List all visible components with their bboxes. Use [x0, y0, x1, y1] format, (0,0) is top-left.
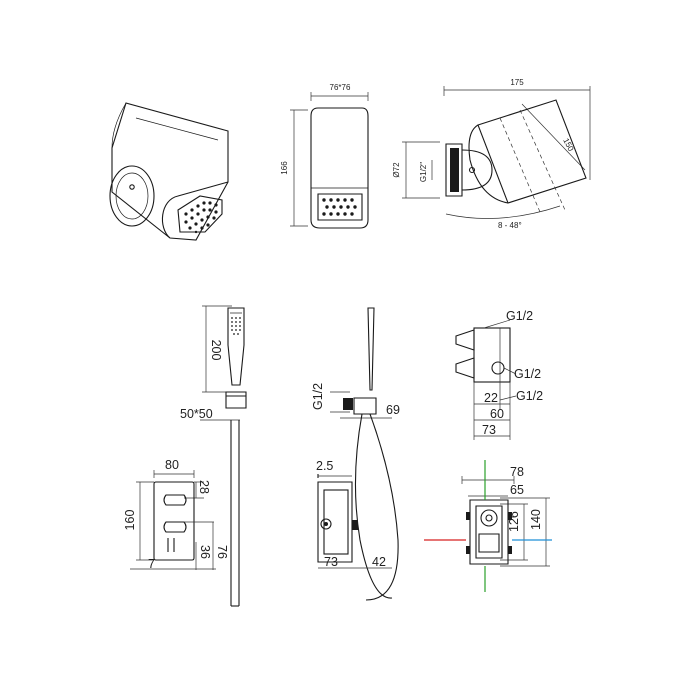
valve-height-outer-label: 140 [529, 509, 543, 530]
valve-mid-outlet-label: G1/2 [514, 367, 541, 381]
faceplate-front: 80 160 28 36 76 7 [123, 458, 229, 571]
valve-width-inner-label: 65 [510, 483, 524, 497]
side-angle-label: 8 - 48° [498, 221, 522, 230]
head-height-label: 166 [280, 161, 289, 175]
install-thread-label: G1/2 [311, 383, 325, 410]
valve-depth-a-label: 22 [484, 391, 498, 405]
valve-width-outer-label: 78 [510, 465, 524, 479]
plate-top-label: 28 [197, 480, 211, 494]
head-width-label: 76*76 [330, 83, 351, 92]
plate-bottom-b-label: 76 [215, 545, 229, 559]
side-length-label: 175 [510, 78, 524, 87]
valve-top-outlet-label: G1/2 [506, 309, 533, 323]
hand-shower: 200 50*50 [180, 305, 247, 607]
install-wall-label: 2.5 [316, 459, 333, 473]
hand-length-label: 200 [209, 340, 223, 361]
plate-offset-label: 7 [148, 557, 155, 571]
side-thread-label: G1/2" [419, 162, 428, 182]
plate-height-label: 160 [123, 510, 137, 531]
valve-side: G1/2 G1/2 G1/2 22 60 73 [455, 309, 543, 440]
valve-depth-b-label: 60 [490, 407, 504, 421]
valve-bottom-outlet-label: G1/2 [516, 389, 543, 403]
side-installation: G1/2 69 2.5 73 42 [311, 307, 400, 601]
side-diameter-label: Ø72 [392, 162, 401, 178]
install-body-label: 73 [324, 555, 338, 569]
install-outlet-label: 42 [372, 555, 386, 569]
shower-head-perspective [109, 102, 229, 241]
valve-front: 78 65 140 126 [424, 460, 552, 592]
shower-head-front: 76*76 166 [280, 83, 369, 229]
plate-bottom-a-label: 36 [198, 545, 212, 559]
hand-holder-label: 50*50 [180, 407, 213, 421]
shower-head-side: 175 150 Ø72 G1/2" 8 - 48° [392, 78, 591, 230]
valve-depth-c-label: 73 [482, 423, 496, 437]
install-depth-label: 69 [386, 403, 400, 417]
plate-width-label: 80 [165, 458, 179, 472]
